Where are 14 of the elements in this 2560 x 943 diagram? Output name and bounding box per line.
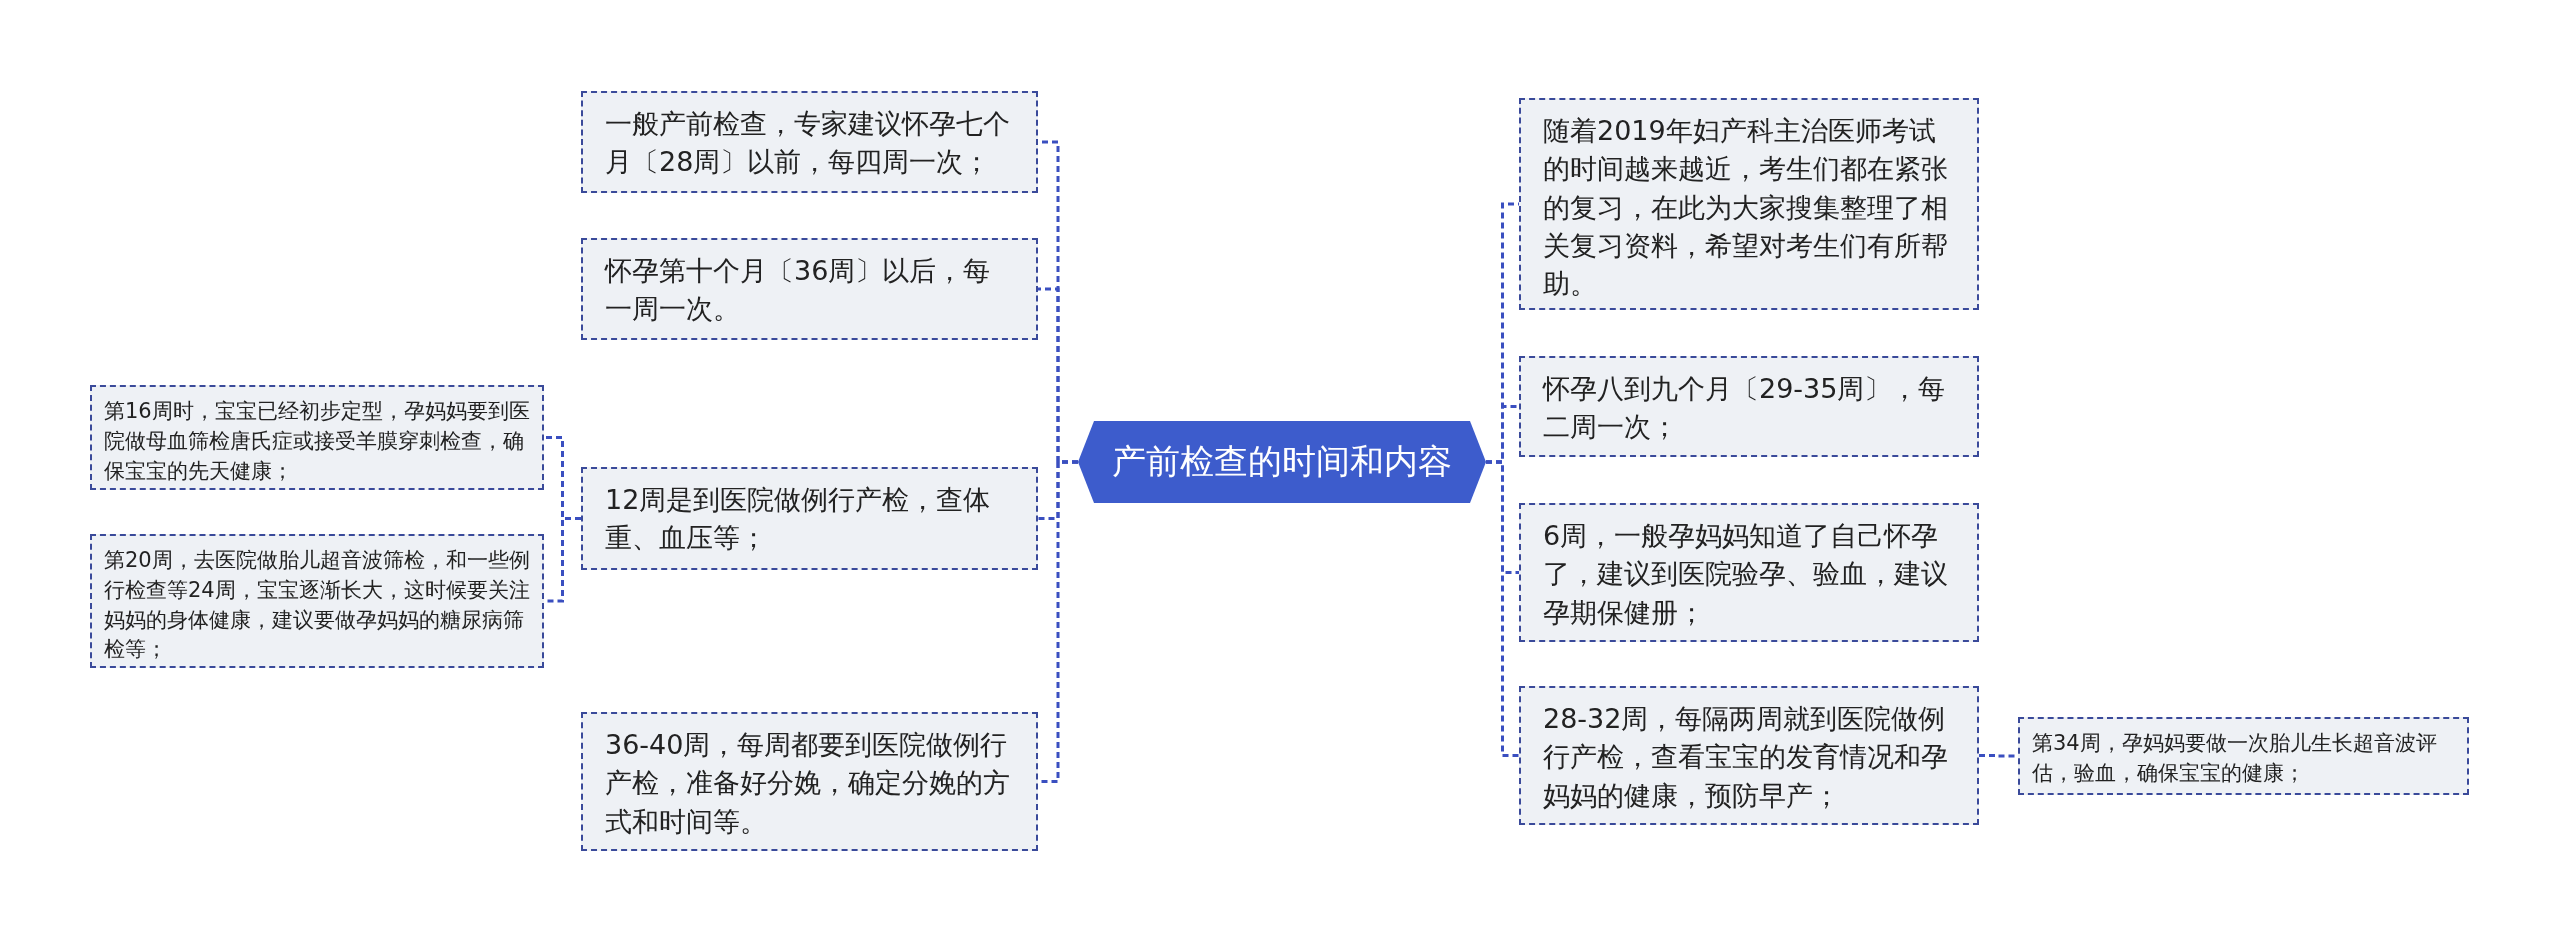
connector-line <box>1486 460 1519 757</box>
connector-line <box>1979 754 2018 758</box>
topic-box: 随着2019年妇产科主治医师考试的时间越来越近，考生们都在紧张的复习，在此为大家搜集整理了相关复习资料，希望对考生们有所帮助。 <box>1519 98 1979 310</box>
topic-box: 怀孕八到九个月〔29-35周〕，每二周一次； <box>1519 356 1979 457</box>
topic-box: 第16周时，宝宝已经初步定型，孕妈妈要到医院做母血筛检唐氏症或接受羊膜穿刺检查，确保宝宝的先天健康； <box>90 385 544 490</box>
topic-box: 28-32周，每隔两周就到医院做例行产检，查看宝宝的发育情况和孕妈妈的健康，预防早产； <box>1519 686 1979 825</box>
topic-box: 一般产前检查，专家建议怀孕七个月〔28周〕以前，每四周一次； <box>581 91 1038 193</box>
topic-box: 36-40周，每周都要到医院做例行产检，准备好分娩，确定分娩的方式和时间等。 <box>581 712 1038 851</box>
topic-box: 6周，一般孕妈妈知道了自己怀孕了，建议到医院验孕、验血，建议孕期保健册； <box>1519 503 1979 642</box>
topic-box: 怀孕第十个月〔36周〕以后，每一周一次。 <box>581 238 1038 340</box>
topic-hexagon: 产前检查的时间和内容 <box>1078 421 1486 503</box>
topic-box: 12周是到医院做例行产检，查体重、血压等； <box>581 467 1038 570</box>
topic-box: 第34周，孕妈妈要做一次胎儿生长超音波评估，验血，确保宝宝的健康； <box>2018 717 2469 795</box>
topic-box: 第20周，去医院做胎儿超音波筛检，和一些例行检查等24周，宝宝逐渐长大，这时候要关注妈妈的身体健康，建议要做孕妈妈的糖尿病筛检等； <box>90 534 544 668</box>
